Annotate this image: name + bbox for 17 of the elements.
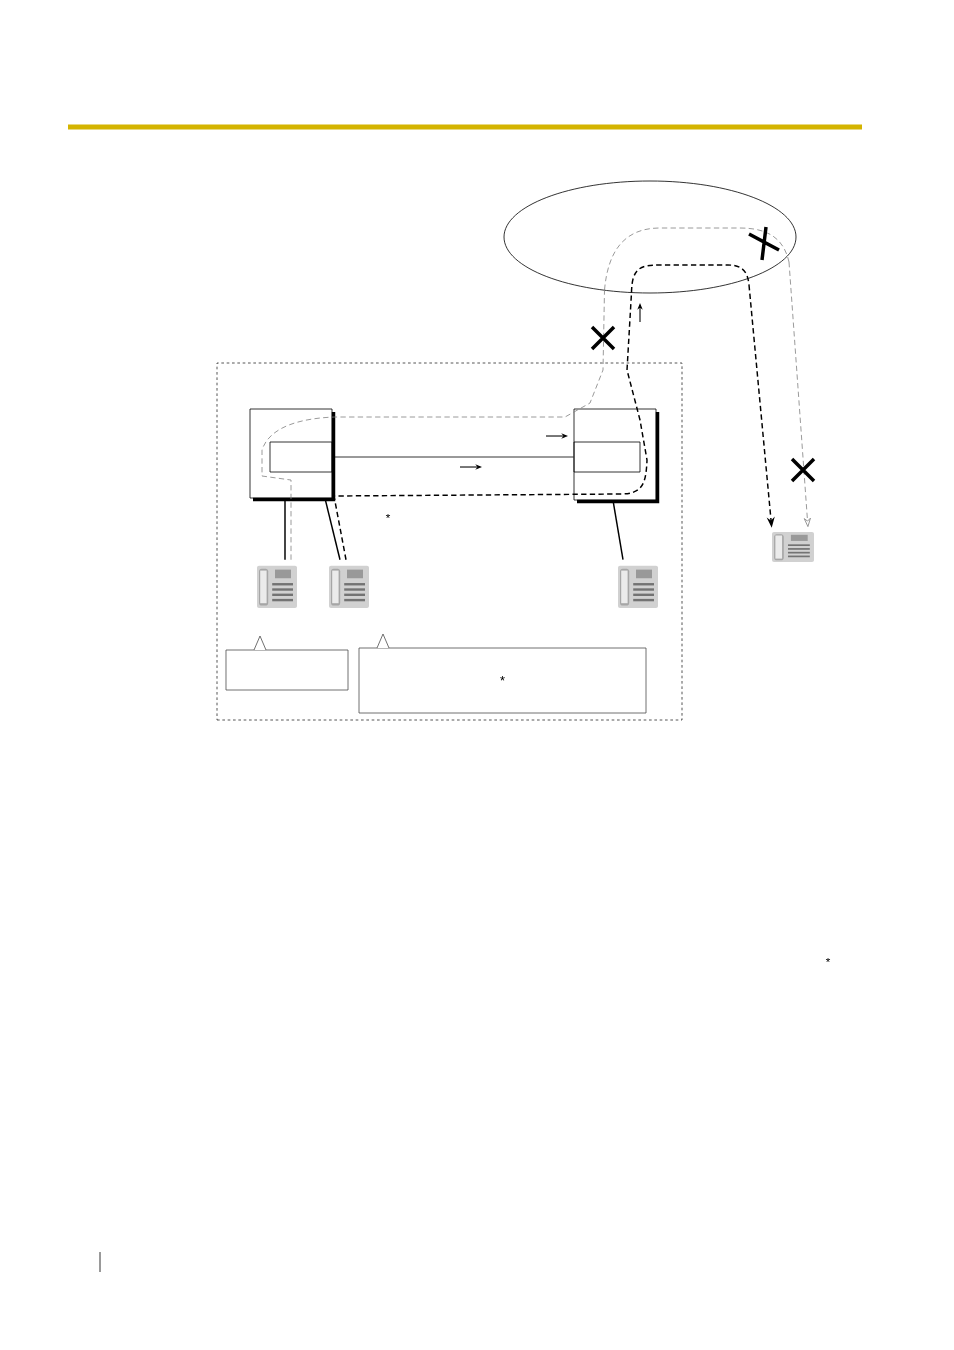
footnote-mark: * bbox=[385, 513, 391, 519]
switch-box bbox=[573, 408, 660, 504]
callout-box bbox=[225, 635, 349, 691]
site-boundary bbox=[216, 362, 683, 721]
card-box bbox=[269, 441, 333, 473]
phone-icon bbox=[257, 565, 297, 608]
footnote-mark: * bbox=[825, 957, 831, 963]
phone-icon bbox=[618, 565, 658, 608]
switch-box bbox=[249, 408, 336, 502]
callout-box: * bbox=[358, 633, 647, 714]
connector bbox=[261, 289, 605, 561]
connector bbox=[332, 456, 574, 458]
network-ellipse bbox=[503, 180, 797, 294]
connector bbox=[788, 261, 811, 527]
card-box bbox=[573, 441, 641, 473]
phone-icon bbox=[772, 532, 814, 562]
phone-icon bbox=[329, 565, 369, 608]
